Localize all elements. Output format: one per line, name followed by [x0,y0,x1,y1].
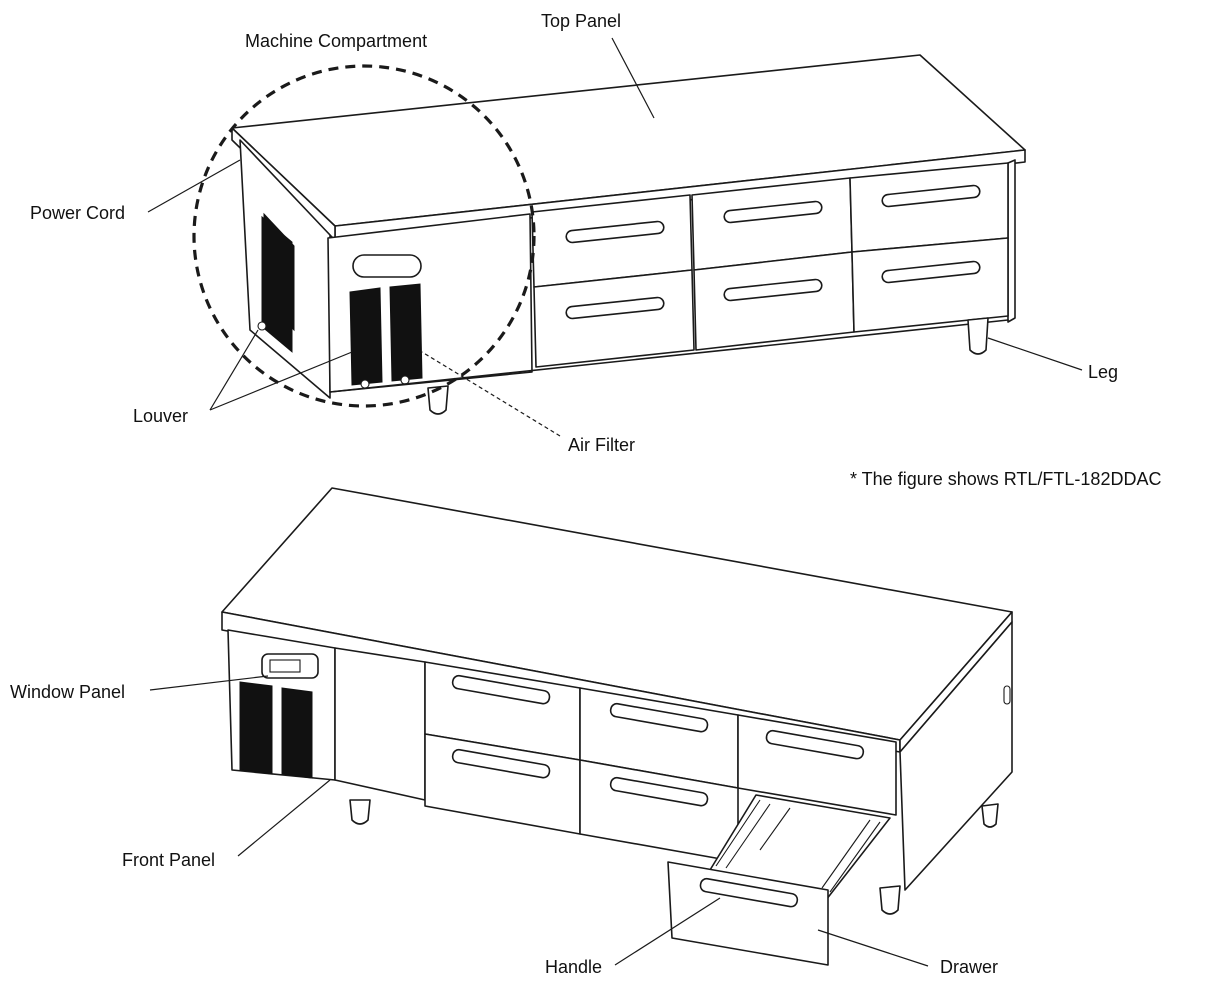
top-drawers [531,162,1009,368]
top-louver-grille [349,283,423,386]
label-machine-compartment: Machine Compartment [245,31,427,51]
label-window-panel: Window Panel [10,682,125,702]
label-top-panel: Top Panel [541,11,621,31]
drawer-slide-rails [709,794,891,901]
label-air-filter: Air Filter [568,435,635,455]
label-front-panel: Front Panel [122,850,215,870]
figure-note: * The figure shows RTL/FTL-182DDAC [850,469,1161,489]
bottom-unit-illustration [221,487,1013,966]
label-handle: Handle [545,957,602,977]
machine-compartment-outline [192,64,536,408]
label-louver: Louver [133,406,188,426]
label-leg: Leg [1088,362,1118,382]
top-leader-lines [147,37,1083,437]
bottom-drawers [424,661,897,863]
label-drawer: Drawer [940,957,998,977]
label-power-cord: Power Cord [30,203,125,223]
bottom-louver-grille [239,681,313,779]
top-unit-illustration [192,54,1026,415]
bottom-leader-lines [149,675,929,967]
